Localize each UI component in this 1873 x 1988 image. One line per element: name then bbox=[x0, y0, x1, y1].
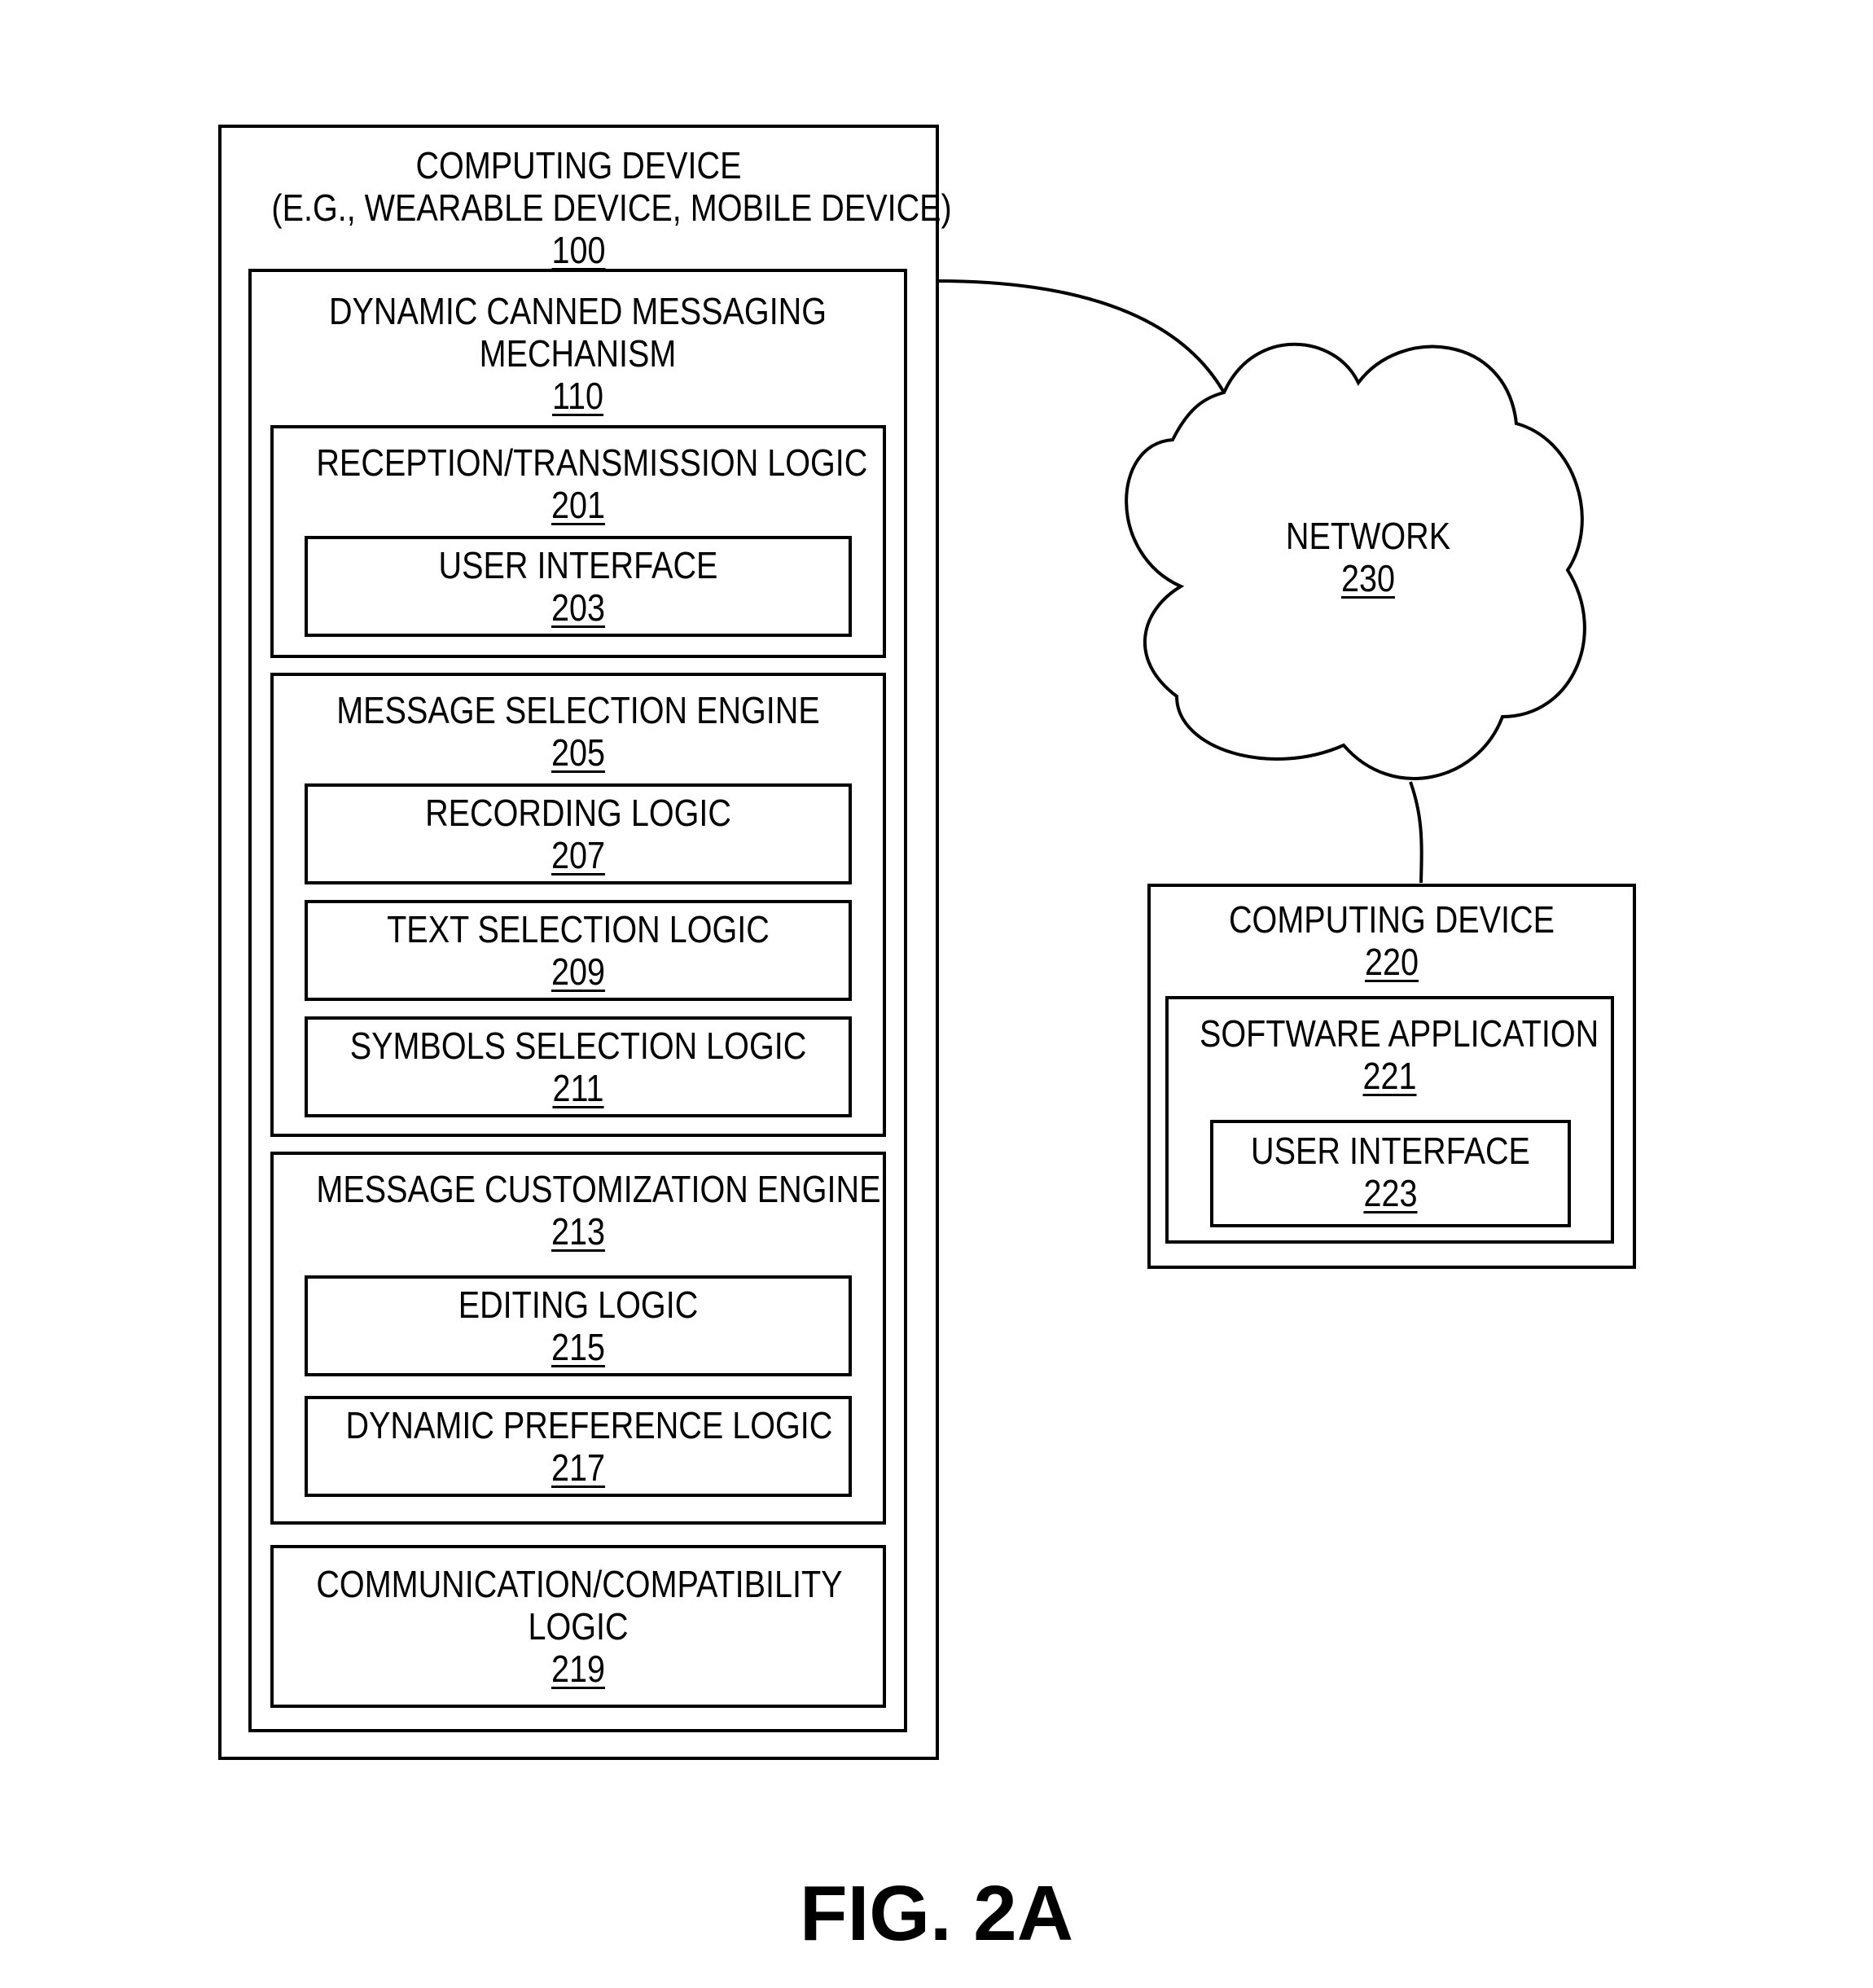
communication-title-line1: COMMUNICATION/COMPATIBILITY bbox=[316, 1563, 840, 1605]
mechanism-ref: 110 bbox=[552, 375, 603, 417]
network-ref: 230 bbox=[1341, 557, 1395, 599]
ui-203-ref: 203 bbox=[551, 586, 605, 629]
ui-223-ref: 223 bbox=[1363, 1172, 1417, 1214]
communication-compatibility-logic: COMMUNICATION/COMPATIBILITY LOGIC 219 bbox=[270, 1545, 886, 1708]
text-selection-title: TEXT SELECTION LOGIC bbox=[345, 908, 810, 950]
computing-device-title: COMPUTING DEVICE bbox=[271, 144, 885, 187]
editing-title: EDITING LOGIC bbox=[345, 1284, 810, 1326]
symbols-selection-logic: SYMBOLS SELECTION LOGIC 211 bbox=[305, 1016, 852, 1117]
customization-ref: 213 bbox=[551, 1210, 605, 1253]
selection-ref: 205 bbox=[551, 731, 605, 774]
editing-logic: EDITING LOGIC 215 bbox=[305, 1275, 852, 1376]
recording-title: RECORDING LOGIC bbox=[345, 792, 810, 834]
figure-label: FIG. 2A bbox=[0, 1869, 1873, 1959]
ui-223-title: USER INTERFACE bbox=[1238, 1130, 1542, 1172]
communication-title-line2: LOGIC bbox=[316, 1605, 840, 1648]
reception-title: RECEPTION/TRANSMISSION LOGIC bbox=[316, 441, 840, 484]
customization-title: MESSAGE CUSTOMIZATION ENGINE bbox=[316, 1168, 840, 1210]
network-label: NETWORK 230 bbox=[1205, 515, 1531, 612]
symbols-selection-ref: 211 bbox=[552, 1067, 603, 1109]
device-220-title: COMPUTING DEVICE bbox=[1184, 898, 1599, 941]
network-title: NETWORK bbox=[1228, 515, 1508, 557]
communication-ref: 219 bbox=[551, 1648, 605, 1690]
link-device-to-network bbox=[936, 281, 1224, 393]
recording-ref: 207 bbox=[551, 834, 605, 876]
link-network-to-device-220 bbox=[1410, 782, 1422, 883]
preference-title: DYNAMIC PREFERENCE LOGIC bbox=[345, 1404, 810, 1446]
software-app-ref: 221 bbox=[1362, 1055, 1416, 1097]
recording-logic: RECORDING LOGIC 207 bbox=[305, 783, 852, 884]
text-selection-ref: 209 bbox=[551, 950, 605, 993]
symbols-selection-title: SYMBOLS SELECTION LOGIC bbox=[345, 1025, 810, 1067]
dynamic-preference-logic: DYNAMIC PREFERENCE LOGIC 217 bbox=[305, 1396, 852, 1497]
computing-device-subtitle: (E.G., WEARABLE DEVICE, MOBILE DEVICE) bbox=[271, 187, 885, 229]
software-app-title: SOFTWARE APPLICATION bbox=[1200, 1012, 1580, 1055]
editing-ref: 215 bbox=[551, 1326, 605, 1368]
preference-ref: 217 bbox=[551, 1446, 605, 1489]
reception-ref: 201 bbox=[551, 484, 605, 526]
device-220-ref: 220 bbox=[1365, 941, 1419, 983]
user-interface-223: USER INTERFACE 223 bbox=[1210, 1120, 1571, 1227]
mechanism-title-line1: DYNAMIC CANNED MESSAGING bbox=[297, 290, 858, 332]
computing-device-ref: 100 bbox=[551, 229, 605, 271]
selection-title: MESSAGE SELECTION ENGINE bbox=[316, 689, 840, 731]
ui-203-title: USER INTERFACE bbox=[345, 544, 810, 586]
mechanism-title-line2: MECHANISM bbox=[297, 332, 858, 375]
user-interface-203: USER INTERFACE 203 bbox=[305, 536, 852, 637]
text-selection-logic: TEXT SELECTION LOGIC 209 bbox=[305, 900, 852, 1001]
